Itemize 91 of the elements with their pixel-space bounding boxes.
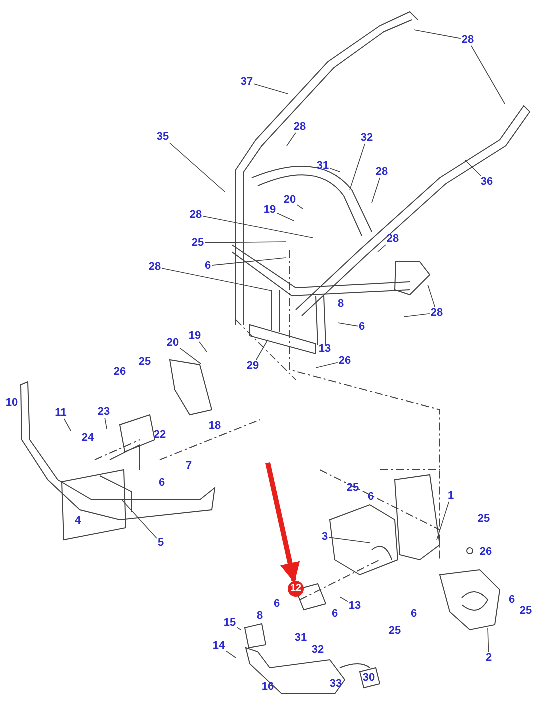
callout-number: 26 <box>338 355 352 367</box>
leader-line <box>338 322 358 327</box>
callout-number: 11 <box>54 407 68 419</box>
callout-number: 23 <box>96 406 112 418</box>
callout-number: 32 <box>360 132 374 144</box>
callout-number: 25 <box>388 625 402 637</box>
leader-line <box>254 84 288 94</box>
callout-number: 25 <box>476 513 492 525</box>
callout-number: 2 <box>484 652 494 664</box>
callout-number: 31 <box>294 632 308 644</box>
callout-number: 10 <box>4 397 20 409</box>
callout-number: 5 <box>156 537 166 549</box>
leader-line <box>471 46 506 104</box>
callout-number: 6 <box>330 608 340 620</box>
leader-line <box>316 362 338 368</box>
leader-line <box>169 142 226 192</box>
leader-line <box>162 268 272 292</box>
leader-line <box>414 30 462 40</box>
leader-line <box>199 342 208 352</box>
leader-line <box>204 242 286 244</box>
callout-number: 20 <box>282 194 298 206</box>
leader-line <box>212 258 286 266</box>
callout-number: 24 <box>80 432 96 444</box>
callout-number: 16 <box>260 681 276 693</box>
callout-number: 25 <box>518 605 534 617</box>
callout-number: 28 <box>374 166 390 178</box>
callout-number: 19 <box>262 204 278 216</box>
leader-line <box>180 348 202 364</box>
leader-line <box>436 502 450 540</box>
leader-line <box>372 178 380 204</box>
callout-number: 37 <box>240 76 254 88</box>
callout-number: 28 <box>386 233 400 245</box>
leader-line <box>276 212 294 222</box>
leader-line <box>202 216 314 238</box>
leader-line <box>428 284 436 308</box>
leader-line <box>488 628 490 652</box>
callout-number: 18 <box>208 420 222 432</box>
callout-number: 26 <box>478 546 494 558</box>
callout-number: 22 <box>152 429 168 441</box>
leader-line <box>328 537 370 544</box>
leader-line <box>404 313 430 318</box>
callout-number: 35 <box>156 131 170 143</box>
callout-number: 15 <box>222 617 238 629</box>
callout-number: 6 <box>204 260 212 272</box>
leader-line <box>286 132 296 146</box>
callout-number: 31 <box>316 160 330 172</box>
callout-number: 1 <box>446 490 456 502</box>
callout-number: 4 <box>74 515 82 527</box>
leader-line <box>236 627 242 630</box>
leader-line <box>104 418 108 430</box>
leader-line <box>64 418 72 432</box>
callout-number: 25 <box>346 482 360 494</box>
callout-number: 8 <box>256 610 264 622</box>
leader-line <box>330 168 340 172</box>
leader-line <box>378 244 386 252</box>
callout-number: 25 <box>190 237 206 249</box>
leader-line <box>340 596 348 602</box>
pointer-arrow <box>266 462 300 583</box>
callout-number: 6 <box>358 321 366 333</box>
leader-line <box>296 204 304 210</box>
callout-number: 26 <box>112 366 128 378</box>
callout-number: 6 <box>508 594 516 606</box>
callout-number: 6 <box>272 598 282 610</box>
callout-number: 8 <box>336 298 346 310</box>
callout-number: 30 <box>362 672 376 684</box>
callout-number: 19 <box>188 330 202 342</box>
callout-number: 28 <box>148 261 162 273</box>
callout-number: 6 <box>410 608 418 620</box>
callout-badge: 12 <box>288 581 304 597</box>
leader-line <box>350 144 366 190</box>
callout-number: 20 <box>166 337 180 349</box>
callout-number: 28 <box>460 34 476 46</box>
callout-number: 28 <box>292 121 308 133</box>
callout-number: 6 <box>366 491 376 503</box>
callout-number: 13 <box>318 343 332 355</box>
callout-number: 25 <box>138 356 152 368</box>
callout-number: 3 <box>320 531 330 543</box>
callout-number: 29 <box>246 360 260 372</box>
callout-number: 33 <box>328 678 344 690</box>
callout-number: 28 <box>430 307 444 319</box>
callout-number: 14 <box>212 640 226 652</box>
callout-number: 6 <box>158 477 166 489</box>
callout-number: 32 <box>310 644 326 656</box>
callout-number: 28 <box>188 209 204 221</box>
leader-line <box>464 160 482 176</box>
leader-line <box>122 500 158 539</box>
callout-number: 36 <box>480 176 494 188</box>
callout-number: 13 <box>348 600 362 612</box>
leader-line <box>226 650 236 658</box>
leader-line <box>256 340 268 360</box>
callout-number: 7 <box>184 460 194 472</box>
